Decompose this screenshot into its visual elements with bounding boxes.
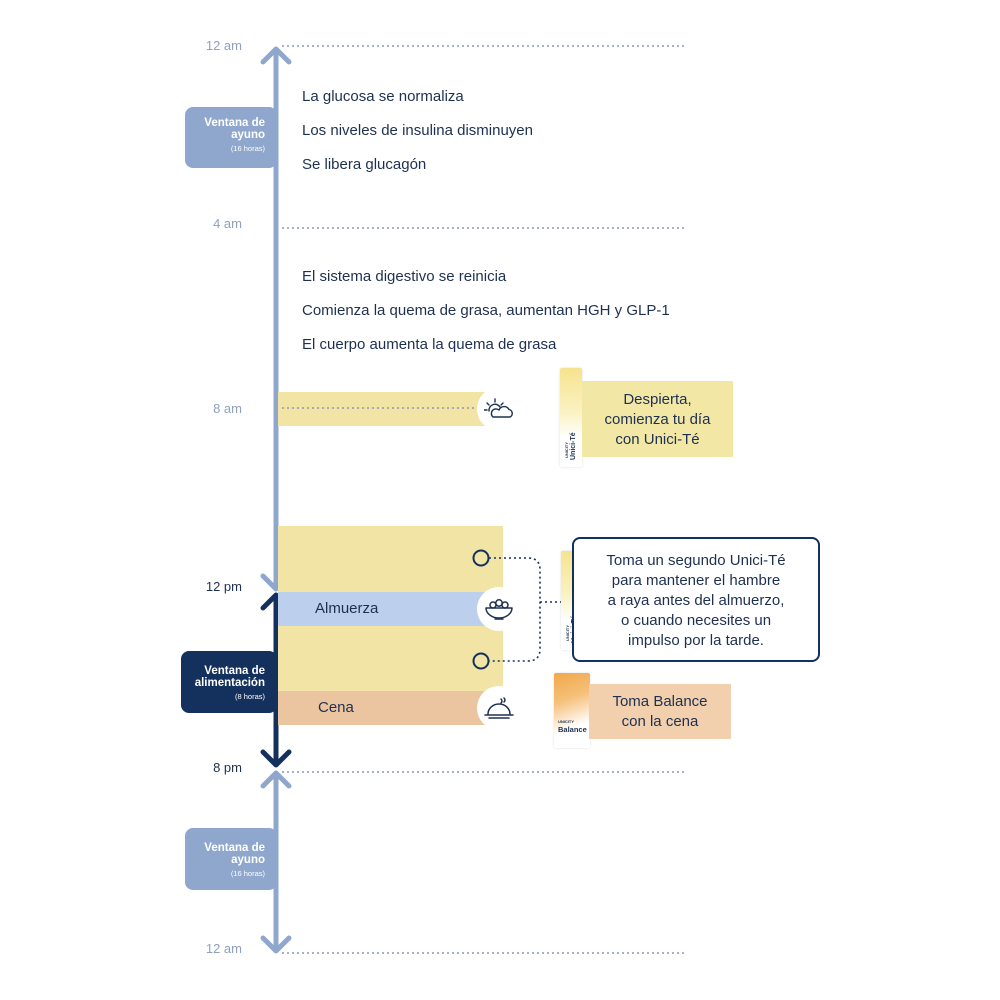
note-balance-line: con la cena xyxy=(621,713,699,730)
phase2-item: El sistema digestivo se reinicia xyxy=(302,268,507,285)
time-8pm: 8 pm xyxy=(213,760,242,775)
sunrise-cloud-icon xyxy=(484,398,513,418)
lunch-band xyxy=(278,592,503,626)
phase1-item: Los niveles de insulina disminuyen xyxy=(302,122,533,139)
dinner-band xyxy=(278,691,503,725)
fasting-window-label-top: Ventana de ayuno (16 horas) xyxy=(185,107,277,168)
fasting-arrow-bottom-head-down xyxy=(260,935,292,954)
food-bowl-icon xyxy=(485,599,513,620)
fasting-window-hours: (16 horas) xyxy=(230,144,265,153)
note-second-line: para mantener el hambre xyxy=(611,572,781,589)
balance-sachet: UNICITY Balance xyxy=(554,673,590,748)
fasting-window-label-bottom: Ventana de ayuno (16 horas) xyxy=(185,828,277,890)
note-wake-line: comienza tu día xyxy=(604,411,711,428)
time-12am-top: 12 am xyxy=(205,38,242,53)
eating-window-label: Ventana de alimentación (8 horas) xyxy=(181,651,277,713)
eating-arrow-head-down xyxy=(260,749,292,768)
note-second-unicite: Toma un segundo Unici-Té para mantener e… xyxy=(572,537,820,662)
time-4am: 4 am xyxy=(213,216,242,231)
lunch-label: Almuerza xyxy=(315,600,379,617)
sachet-brand: UNICITY xyxy=(558,719,574,724)
eating-window-title: Ventana de alimentación xyxy=(194,665,265,689)
fasting-window-title: Ventana de ayuno xyxy=(204,117,265,141)
sachet-product-name: Balance xyxy=(558,725,587,734)
time-12am-bottom: 12 am xyxy=(205,941,242,956)
second-unicite-connector xyxy=(472,549,562,670)
dinner-icon-circle xyxy=(477,686,521,730)
connector-path xyxy=(489,557,541,662)
connector-dot-upper xyxy=(472,549,490,567)
note-wake: Despierta, comienza tu día con Unici-Té xyxy=(582,381,733,457)
pre-lunch-band xyxy=(278,526,503,592)
time-12pm: 12 pm xyxy=(205,579,242,594)
eating-window-hours: (8 horas) xyxy=(234,692,265,701)
time-8am: 8 am xyxy=(213,401,242,416)
wake-band xyxy=(278,392,500,426)
phase2-item: Comienza la quema de grasa, aumentan HGH… xyxy=(302,302,670,319)
fasting-window-title: Ventana de ayuno xyxy=(204,842,265,866)
fasting-arrow-top-head-up xyxy=(260,46,292,65)
fasting-window-hours: (16 horas) xyxy=(230,869,265,878)
lunch-icon-circle xyxy=(477,587,521,631)
wake-band-dotted-line xyxy=(282,407,482,409)
dinner-label: Cena xyxy=(318,699,354,716)
phase1-item: La glucosa se normaliza xyxy=(302,88,464,105)
note-second-line: impulso por la tarde. xyxy=(628,632,764,649)
note-second-line: Toma un segundo Unici-Té xyxy=(606,552,786,569)
note-second-line: a raya antes del almuerzo, xyxy=(607,592,785,609)
note-second-line: o cuando necesites un xyxy=(620,612,772,629)
phase1-item: Se libera glucagón xyxy=(302,156,427,173)
wake-icon-circle xyxy=(477,387,521,431)
note-balance-line: Toma Balance xyxy=(612,693,708,710)
serving-cloche-icon xyxy=(484,697,514,719)
note-balance: Toma Balance con la cena xyxy=(589,684,731,739)
sachet-brand: UNICITY xyxy=(564,442,569,458)
note-wake-line: Despierta, xyxy=(623,391,692,408)
connector-dot-lower xyxy=(472,652,490,670)
phase2-item: El cuerpo aumenta la quema de grasa xyxy=(302,336,557,353)
afternoon-band xyxy=(278,626,503,691)
note-wake-line: con Unici-Té xyxy=(615,431,700,448)
fasting-arrow-bottom-head-up xyxy=(260,770,292,789)
unicite-sachet-wake: UNICITY Unici-Té xyxy=(560,368,582,467)
sachet-product-name: Unici-Té xyxy=(570,432,577,460)
sachet-brand: UNICITY xyxy=(565,625,570,641)
